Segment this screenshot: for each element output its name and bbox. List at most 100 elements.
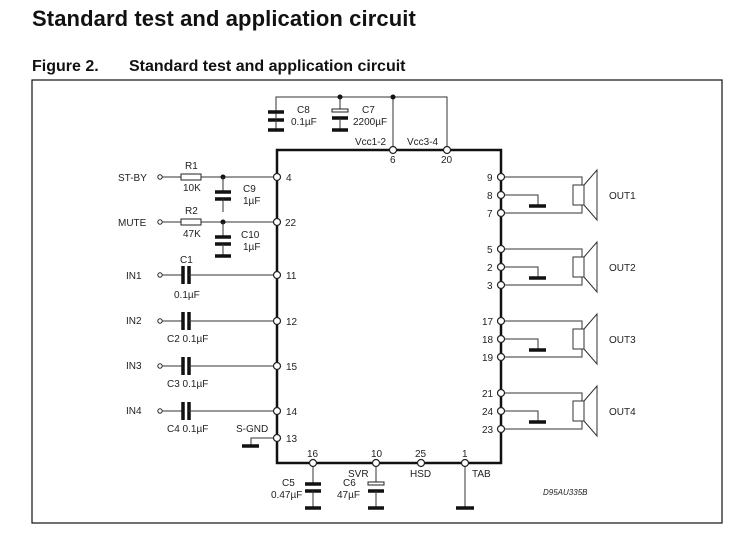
c8-value: 0.1µF	[291, 117, 317, 128]
input-in3: IN3 C3 0.1µF 15	[126, 357, 298, 390]
svr-label: SVR	[348, 469, 369, 480]
input-in2: IN2 C2 0.1µF 12	[126, 312, 298, 345]
capacitor-c7: C7 2200µF	[331, 97, 387, 132]
pin-17-number: 17	[482, 317, 494, 328]
pin-22	[272, 217, 282, 227]
c5-name: C5	[282, 478, 295, 489]
figure-caption-text: Standard test and application circuit	[129, 58, 406, 75]
in3-label: IN3	[126, 361, 142, 372]
pin-20	[442, 145, 452, 155]
pin-16-number: 16	[307, 449, 319, 460]
pin-24-number: 24	[482, 407, 494, 418]
drawing-code: D95AU335B	[543, 488, 588, 497]
pin-14	[272, 406, 282, 416]
bottom-pins: 16 C5 0.47µF 10 SVR C6 47µF 25 HSD 1 TAB	[271, 449, 491, 510]
pin-4	[272, 172, 282, 182]
c6-value: 47µF	[337, 490, 360, 501]
in2-label: IN2	[126, 316, 142, 327]
mute-input: MUTE R2 47K C10 1µF 22	[118, 206, 297, 258]
c10-name: C10	[241, 230, 260, 241]
signal-ground: S-GND 13	[236, 424, 298, 448]
pin-6-number: 6	[390, 155, 396, 166]
input-in1: IN1 C1 0.1µF 11	[126, 255, 297, 301]
pin-23	[496, 424, 506, 434]
stby-label: ST-BY	[118, 173, 147, 184]
c7-name: C7	[362, 105, 375, 116]
pin-13	[272, 433, 282, 443]
c6-name: C6	[343, 478, 356, 489]
c3-label: C3 0.1µF	[167, 379, 208, 390]
ic-body	[275, 148, 503, 465]
speaker-icon	[572, 184, 585, 206]
pin-11	[272, 270, 282, 280]
r1-name: R1	[185, 161, 198, 172]
pin-17	[496, 316, 506, 326]
capacitor-c8: C8 0.1µF	[268, 105, 317, 132]
pin-3-number: 3	[487, 281, 493, 292]
pin-10-number: 10	[371, 449, 383, 460]
r2-name: R2	[185, 206, 198, 217]
pin-5	[496, 244, 506, 254]
output-3: 17 18 19 OUT3	[482, 312, 636, 366]
sgnd-label: S-GND	[236, 424, 268, 435]
pin-7	[496, 208, 506, 218]
pin-9-number: 9	[487, 173, 493, 184]
r1-value: 10K	[183, 183, 201, 194]
vcc34-label: Vcc3-4	[407, 137, 439, 148]
speaker-icon	[572, 400, 585, 422]
resistor-r2	[180, 218, 202, 226]
pin-25	[416, 458, 426, 468]
figure-frame	[31, 79, 723, 524]
in1-label: IN1	[126, 271, 142, 282]
pin-12	[272, 316, 282, 326]
pin-19-number: 19	[482, 353, 494, 364]
pin-2	[496, 262, 506, 272]
output-4: 21 24 23 OUT4	[482, 384, 636, 438]
c2-label: C2 0.1µF	[167, 334, 208, 345]
pin-22-number: 22	[285, 218, 297, 229]
pin-21-number: 21	[482, 389, 494, 400]
mute-label: MUTE	[118, 218, 147, 229]
pin-13-number: 13	[286, 434, 298, 445]
pin-25-number: 25	[415, 449, 427, 460]
pin-6	[388, 145, 398, 155]
c8-name: C8	[297, 105, 310, 116]
pin-12-number: 12	[286, 317, 298, 328]
pin-20-number: 20	[441, 155, 453, 166]
in4-label: IN4	[126, 406, 142, 417]
input-in4: IN4 C4 0.1µF 14	[126, 402, 298, 435]
pin-16	[308, 458, 318, 468]
c9-value: 1µF	[243, 196, 260, 207]
pin-24	[496, 406, 506, 416]
c4-label: C4 0.1µF	[167, 424, 208, 435]
pin-10	[371, 458, 381, 468]
figure-caption: Figure 2.Standard test and application c…	[32, 58, 406, 76]
c9-name: C9	[243, 184, 256, 195]
supply-network: C8 0.1µF C7 2200µF Vcc1-2 Vcc3-4 6 20	[268, 94, 453, 166]
output-label: OUT4	[609, 407, 636, 418]
stby-terminal	[157, 174, 163, 180]
c1-value: 0.1µF	[174, 290, 200, 301]
resistor-r1	[180, 173, 202, 181]
section-title: Standard test and application circuit	[32, 6, 416, 31]
tab-label: TAB	[472, 469, 491, 480]
vcc12-label: Vcc1-2	[355, 137, 387, 148]
pin-18-number: 18	[482, 335, 494, 346]
pin-8	[496, 190, 506, 200]
output-label: OUT1	[609, 191, 636, 202]
pin-19	[496, 352, 506, 362]
standby-input: ST-BY R1 10K C9 1µF 4	[118, 161, 292, 212]
pin-7-number: 7	[487, 209, 493, 220]
pin-23-number: 23	[482, 425, 494, 436]
pin-3	[496, 280, 506, 290]
pin-5-number: 5	[487, 245, 493, 256]
pin-11-number: 11	[286, 271, 297, 282]
r2-value: 47K	[183, 229, 201, 240]
speaker-icon	[572, 256, 585, 278]
pin-14-number: 14	[286, 407, 298, 418]
output-label: OUT3	[609, 335, 636, 346]
